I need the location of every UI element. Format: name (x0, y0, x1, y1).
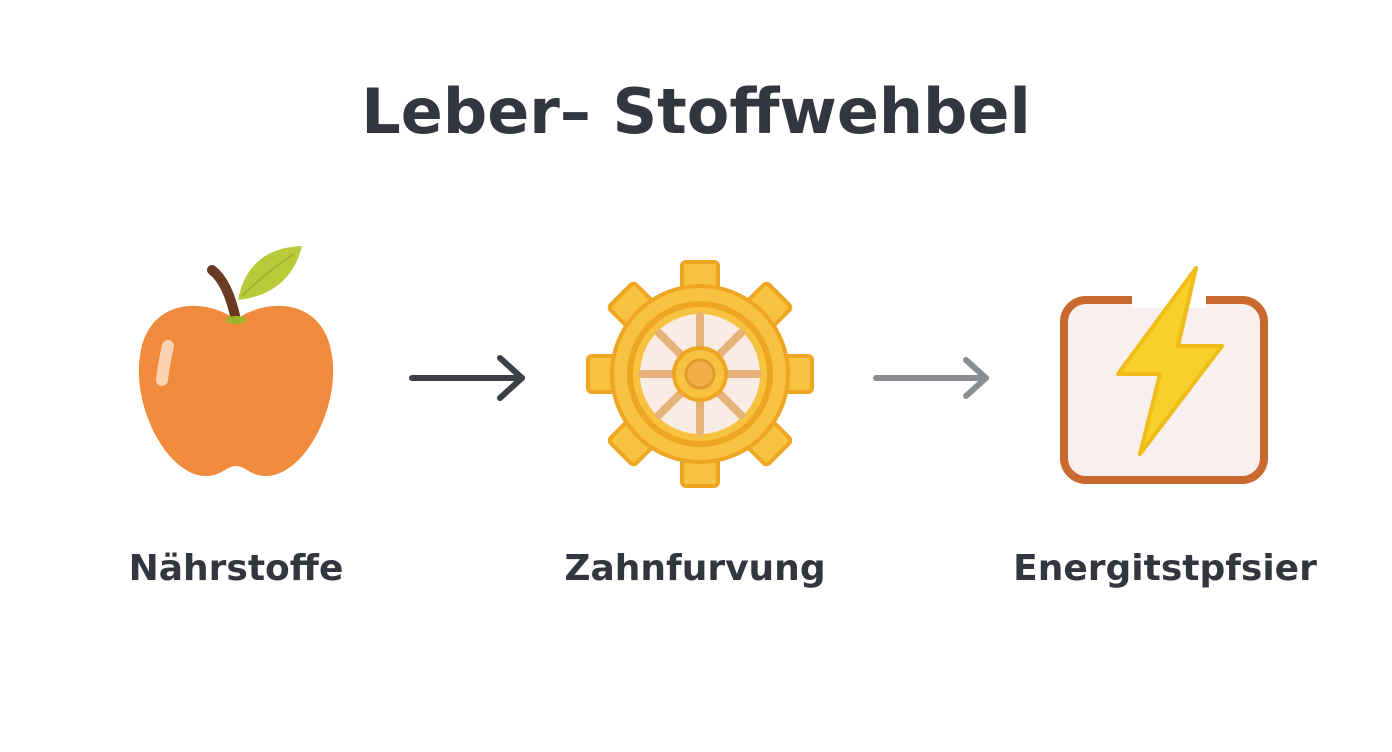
arrow-right-icon (409, 355, 525, 401)
diagram-title: Leber– Stoffwehbel (361, 75, 1031, 148)
gear-icon (586, 260, 814, 488)
step-label-energitstpfsier: Energitstpfsier (1013, 548, 1317, 589)
step-label-naehrstoffe: Nährstoffe (128, 548, 344, 589)
lightning-bolt-icon (1060, 266, 1268, 484)
apple-icon (138, 246, 334, 476)
step-label-zahnfurvung: Zahnfurvung (564, 548, 826, 589)
arrow-right-icon (873, 357, 989, 399)
